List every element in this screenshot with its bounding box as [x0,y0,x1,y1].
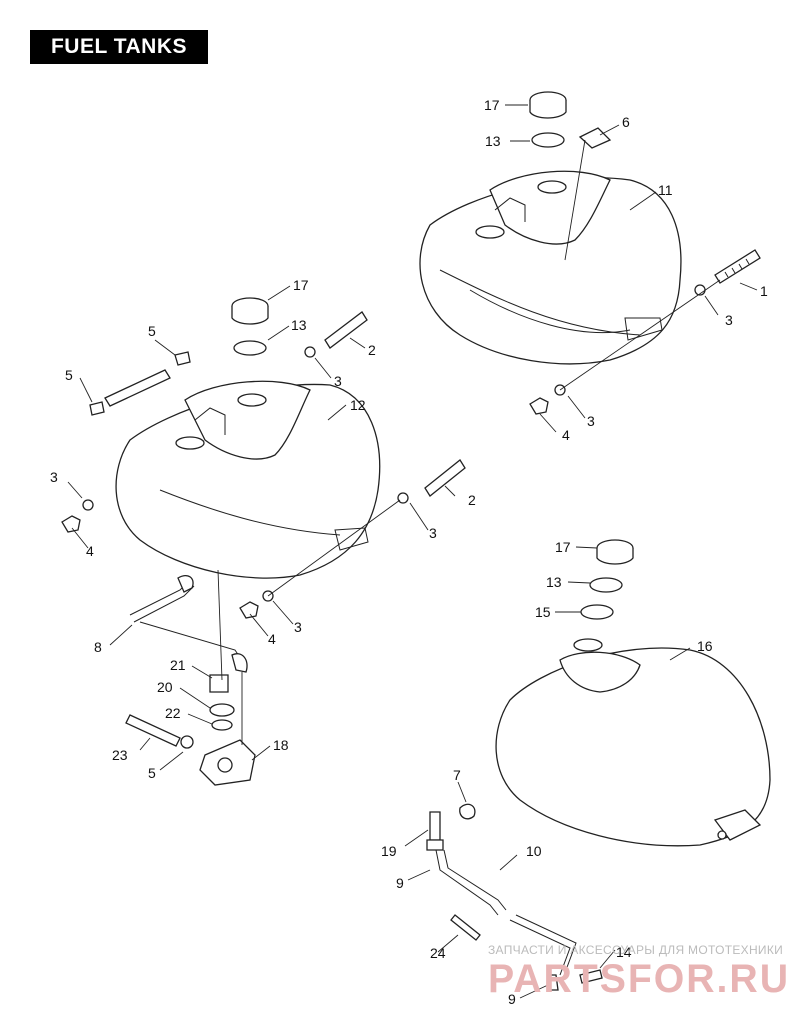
hose-23 [125,714,181,747]
leader-lines [67,104,758,999]
callout-13a: 13 [485,133,501,149]
fuel-cap-17b [231,297,269,325]
callout-17b: 17 [293,277,309,293]
watermark-tagline: ЗАПЧАСТИ И АКСЕССУАРЫ ДЛЯ МОТОТЕХНИКИ [488,943,783,957]
nut-4a [529,397,549,415]
nut-4c [239,601,259,619]
callout-15: 15 [535,604,551,620]
callouts: 17 13 6 11 1 3 3 4 17 13 2 3 5 5 12 3 4 … [50,97,768,1007]
callout-2a: 2 [368,342,376,358]
watermark-logo: PARTSFOR.RU [488,957,790,1001]
washer-3c [304,346,316,358]
callout-12: 12 [350,397,366,413]
fitting-9b [547,974,559,991]
callout-11: 11 [658,182,673,198]
clamp-5c [180,735,194,749]
callout-3b: 3 [587,413,595,429]
washer-3d [82,499,94,511]
callout-23: 23 [112,747,128,763]
callout-13c: 13 [546,574,562,590]
valve-19 [426,811,444,851]
gasket-13a [531,132,565,148]
callout-17c: 17 [555,539,571,555]
callout-3a: 3 [725,312,733,328]
callout-3c: 3 [334,373,342,389]
callout-16: 16 [697,638,713,654]
fuel-cap-17a [529,91,567,119]
callout-2b: 2 [468,492,476,508]
callout-10: 10 [526,843,542,859]
bolt-1 [714,249,761,284]
watermark: ЗАПЧАСТИ И АКСЕССУАРЫ ДЛЯ МОТОТЕХНИКИ PA… [488,943,790,1001]
fuel-tank-16 [495,638,771,847]
washer-3e [397,492,409,504]
washer-22 [211,719,233,731]
callout-4b: 4 [86,543,94,559]
nut-20 [209,703,235,717]
fuel-cap-17c [596,539,634,565]
callout-18: 18 [273,737,289,753]
callout-5a: 5 [148,323,156,339]
fuel-valve-18 [199,739,256,786]
callout-5b: 5 [65,367,73,383]
gasket-13c [589,577,623,593]
fuel-line-8 [129,574,248,673]
callout-13b: 13 [291,317,307,333]
callout-9a: 9 [396,875,404,891]
gasket-13b [233,340,267,356]
bolt-2a [324,311,368,349]
callout-3d: 3 [50,469,58,485]
callout-22: 22 [165,705,181,721]
callout-9b: 9 [508,991,516,1007]
callout-4a: 4 [562,427,570,443]
callout-14: 14 [616,944,632,960]
spring-24 [450,914,481,941]
callout-19: 19 [381,843,397,859]
callout-3e: 3 [429,525,437,541]
gasket-15 [580,604,614,620]
callout-8: 8 [94,639,102,655]
callout-1: 1 [760,283,768,299]
callout-3f: 3 [294,619,302,635]
callout-6: 6 [622,114,630,130]
bolt-2b [424,459,466,497]
callout-20: 20 [157,679,173,695]
nut-4b [61,515,81,533]
callout-17a: 17 [484,97,500,113]
callout-4c: 4 [268,631,276,647]
callout-21: 21 [170,657,186,673]
callout-5c: 5 [148,765,156,781]
fitting-14 [579,969,603,984]
callout-7: 7 [453,767,461,783]
filter-21 [209,674,229,693]
fuel-tank-12 [115,380,381,579]
hose-5 [89,351,191,416]
clip-6 [578,127,612,149]
callout-24: 24 [430,945,446,961]
clamp-7 [459,803,476,820]
page-title: FUEL TANKS [30,30,208,64]
fuel-tank-11 [419,170,682,365]
fuel-line-10 [435,849,577,976]
